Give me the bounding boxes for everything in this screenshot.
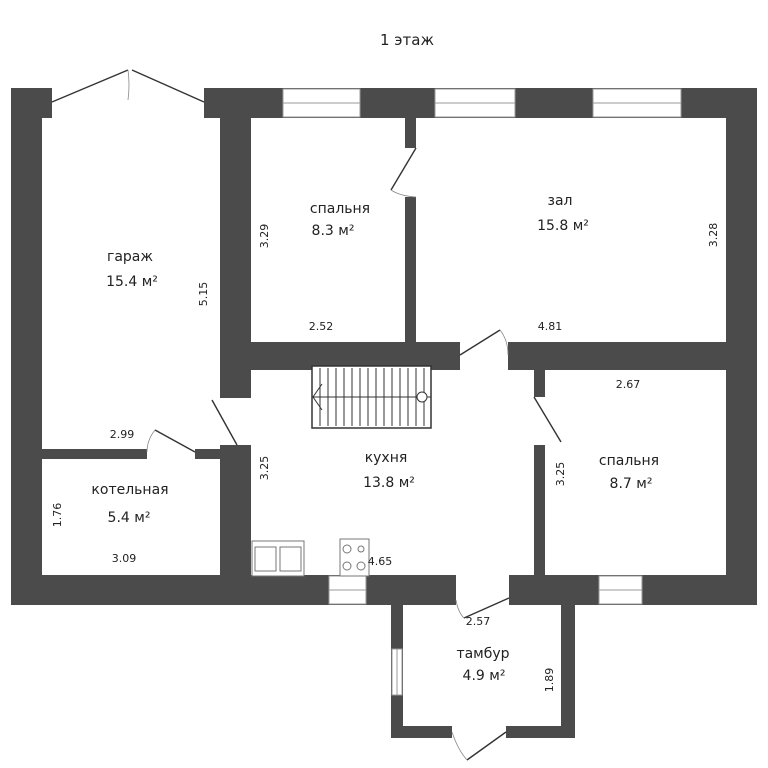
dimension: 4.65 — [368, 555, 393, 568]
room-name: спальня — [599, 453, 659, 469]
dimension: 2.99 — [110, 428, 135, 441]
dimension: 3.29 — [258, 224, 271, 249]
doors — [51, 69, 562, 761]
room-name: спальня — [310, 201, 370, 217]
dimension: 2.67 — [616, 378, 641, 391]
dimension: 3.25 — [258, 456, 271, 481]
room-area: 8.3 м² — [312, 223, 355, 239]
kitchen-fixtures — [251, 538, 370, 577]
room-area: 15.8 м² — [537, 218, 589, 234]
room-hall: зал 15.8 м² 3.28 4.81 — [537, 193, 720, 333]
floor-title: 1 этаж — [380, 31, 434, 49]
room-area: 4.9 м² — [463, 668, 506, 684]
room-area: 15.4 м² — [106, 274, 158, 290]
room-boiler: котельная 5.4 м² 1.76 3.09 — [51, 482, 169, 565]
windows — [282, 88, 682, 696]
room-area: 8.7 м² — [610, 476, 653, 492]
room-name: котельная — [91, 482, 168, 498]
dimension: 3.09 — [112, 552, 137, 565]
room-vestibule: тамбур 4.9 м² 1.89 2.57 — [456, 615, 556, 692]
dimension: 3.25 — [554, 462, 567, 487]
staircase — [311, 365, 432, 429]
sink-icon — [251, 540, 305, 577]
dimension: 1.89 — [543, 668, 556, 693]
dimension: 4.81 — [538, 320, 563, 333]
room-area: 5.4 м² — [108, 510, 151, 526]
dimension: 2.57 — [466, 615, 491, 628]
room-name: зал — [548, 193, 573, 209]
dimension: 5.15 — [197, 282, 210, 307]
stove-icon — [339, 538, 370, 577]
dimension: 1.76 — [51, 503, 64, 528]
room-area: 13.8 м² — [363, 475, 415, 491]
room-bedroom-2: спальня 8.7 м² 3.25 2.67 — [554, 378, 659, 492]
room-kitchen: кухня 13.8 м² 3.25 4.65 — [258, 450, 415, 568]
room-name: гараж — [107, 249, 153, 265]
room-bedroom-1: спальня 8.3 м² 3.29 2.52 — [258, 201, 370, 333]
room-name: кухня — [365, 450, 408, 466]
dimension: 2.52 — [309, 320, 334, 333]
room-garage: гараж 15.4 м² 5.15 2.99 — [106, 249, 210, 441]
room-name: тамбур — [456, 646, 509, 662]
dimension: 3.28 — [707, 223, 720, 248]
